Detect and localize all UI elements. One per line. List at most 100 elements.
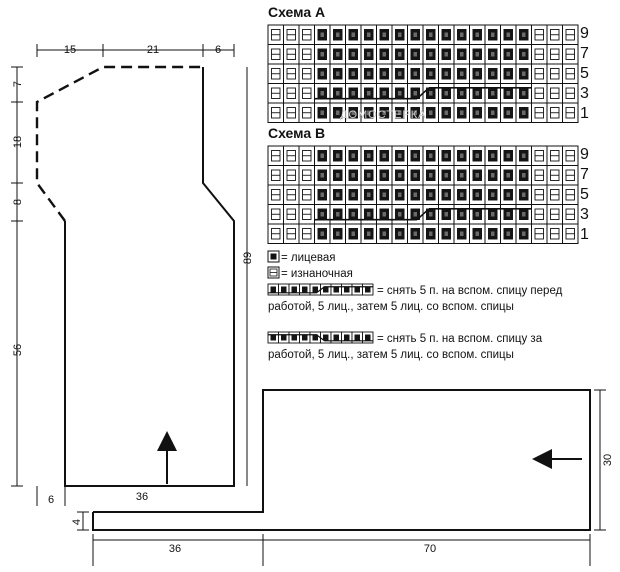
knit-cell — [500, 83, 517, 104]
knit-cell — [484, 204, 501, 225]
dim-band-right-30: 30 — [602, 454, 614, 466]
knit-cell — [515, 165, 532, 186]
purl-cell — [267, 204, 284, 225]
knit-cell — [314, 24, 331, 45]
scheme-a-row-label: 7 — [580, 45, 589, 62]
knit-cell — [438, 83, 455, 104]
legend-cable-back-line1: = снять 5 п. на вспом. спицу за — [377, 333, 543, 345]
scheme-b-title: Схема В — [268, 125, 325, 141]
knit-cell — [422, 44, 439, 65]
purl-cell — [562, 165, 579, 186]
purl-cell — [531, 145, 548, 166]
purl-cell — [531, 63, 548, 84]
knit-cell — [314, 184, 331, 205]
purl-cell — [546, 145, 563, 166]
purl-cell — [267, 44, 284, 65]
knit-cell — [438, 24, 455, 45]
knit-cell — [515, 44, 532, 65]
dim-left-8: 8 — [12, 199, 24, 205]
purl-cell — [546, 44, 563, 65]
knit-cell — [345, 165, 362, 186]
purl-cell — [267, 184, 284, 205]
knit-cell — [484, 145, 501, 166]
knit-cell — [407, 83, 424, 104]
purl-cell — [283, 204, 300, 225]
dim-band-4: 4 — [71, 519, 83, 525]
knit-cell — [438, 145, 455, 166]
purl-cell — [267, 63, 284, 84]
scheme-b-row-labels: 9 7 5 3 1 — [580, 146, 589, 243]
knit-cell — [407, 44, 424, 65]
knit-cell — [376, 145, 393, 166]
knit-cell — [345, 44, 362, 65]
knit-cell — [345, 24, 362, 45]
knit-cell — [500, 63, 517, 84]
knit-cell — [407, 165, 424, 186]
knit-cell — [391, 145, 408, 166]
knit-cell — [438, 223, 455, 244]
knit-cell — [484, 184, 501, 205]
purl-cell — [283, 184, 300, 205]
cable-symbol-cell — [330, 283, 342, 296]
cable-symbol-cell — [362, 331, 374, 344]
knit-cell — [469, 63, 486, 84]
knit-cell — [438, 102, 455, 123]
cable-symbol-cell — [320, 283, 332, 296]
knit-cell — [391, 63, 408, 84]
knit-cell — [314, 83, 331, 104]
knit-cell — [345, 184, 362, 205]
cable-back-symbol — [267, 331, 374, 344]
legend-knit-text: = лицевая — [281, 252, 336, 264]
knit-cell — [500, 44, 517, 65]
knit-cell — [360, 184, 377, 205]
pattern-piece: 15 21 6 7 18 8 56 89 6 36 — [11, 44, 254, 506]
purl-cell — [531, 204, 548, 225]
legend-purl-text: = изнаночная — [281, 268, 353, 280]
knit-cell — [407, 145, 424, 166]
purl-cell — [298, 145, 315, 166]
knit-cell — [376, 204, 393, 225]
knit-cell — [422, 24, 439, 45]
knit-symbol — [267, 250, 280, 263]
knit-cell — [438, 184, 455, 205]
knit-cell — [515, 204, 532, 225]
knit-cell — [360, 145, 377, 166]
knit-cell — [407, 102, 424, 123]
knit-cell — [438, 204, 455, 225]
purl-cell — [546, 223, 563, 244]
knit-cell — [329, 223, 346, 244]
band-piece: 4 36 70 30 — [71, 389, 614, 566]
purl-cell — [298, 184, 315, 205]
knit-cell — [314, 44, 331, 65]
dim-band-bottom-36: 36 — [169, 543, 181, 555]
knit-cell — [422, 184, 439, 205]
knit-cell — [329, 184, 346, 205]
knit-cell — [453, 204, 470, 225]
knit-cell — [422, 223, 439, 244]
cable-symbol-cell — [309, 331, 321, 344]
purl-cell — [562, 204, 579, 225]
purl-cell — [546, 63, 563, 84]
dim-bottom-left-6: 6 — [48, 494, 54, 506]
purl-cell — [562, 24, 579, 45]
cable-cross — [314, 207, 532, 221]
purl-cell — [531, 24, 548, 45]
knit-cell — [438, 165, 455, 186]
knit-cell — [376, 83, 393, 104]
purl-cell — [546, 83, 563, 104]
knit-cell — [376, 223, 393, 244]
knit-cell — [469, 223, 486, 244]
knit-cell — [484, 63, 501, 84]
knit-cell — [422, 83, 439, 104]
purl-cell — [546, 184, 563, 205]
scheme-b-grid — [267, 145, 579, 244]
knit-cell — [484, 83, 501, 104]
purl-cell — [531, 102, 548, 123]
knit-cell — [422, 165, 439, 186]
knit-cell — [391, 184, 408, 205]
dim-bottom-36: 36 — [136, 491, 148, 503]
knit-cell — [360, 165, 377, 186]
knit-cell — [345, 63, 362, 84]
knit-cell — [453, 102, 470, 123]
legend-cable-front-line1: = снять 5 п. на вспом. спицу перед — [377, 285, 563, 297]
